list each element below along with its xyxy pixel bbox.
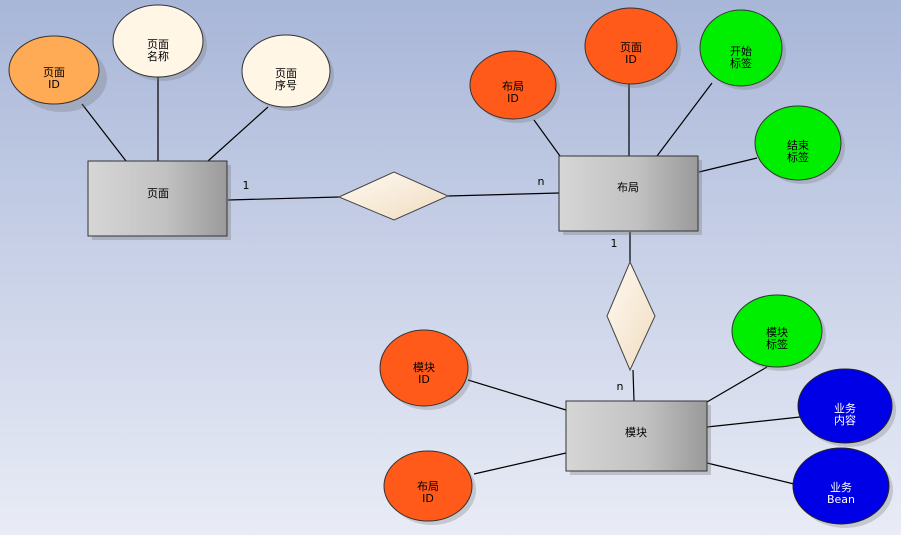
attr-biz-bean[interactable]: 业务 Bean	[792, 447, 893, 528]
attr-module-tag[interactable]: 模块 标签	[731, 294, 826, 371]
attr-module-id[interactable]: 模块 ID	[379, 329, 472, 410]
connector-biz-content	[706, 416, 801, 428]
attr-layout-page-id-line2: ID	[625, 53, 637, 66]
attr-biz-content[interactable]: 业务 内容	[797, 368, 896, 447]
connector-page-id	[81, 103, 127, 162]
connector-end-tag	[698, 157, 758, 173]
attr-page-order-line2: 序号	[275, 78, 297, 92]
connectors	[81, 74, 801, 485]
attr-module-id-line1: 模块	[413, 361, 435, 374]
attr-module-layout-id-line2: ID	[422, 492, 434, 505]
attr-page-id[interactable]: 页面 ID	[8, 35, 107, 112]
attr-layout-page-id[interactable]: 页面 ID	[584, 7, 681, 88]
attr-biz-content-line1: 业务	[834, 402, 856, 415]
attr-module-tag-line1: 模块	[766, 326, 788, 339]
connector-start-tag	[656, 82, 713, 157]
attr-page-order-line1: 页面	[275, 67, 297, 80]
connector-module-layout-id	[473, 452, 567, 475]
attr-page-id-line2: ID	[48, 78, 60, 91]
cardinality-layout: n	[538, 175, 545, 188]
cardinality-page: 1	[243, 179, 250, 192]
attr-layout-page-id-line1: 页面	[620, 41, 642, 54]
attr-page-name-line1: 页面	[147, 38, 169, 51]
connector-module-id	[467, 379, 567, 411]
attr-end-tag[interactable]: 结束 标签	[754, 105, 845, 184]
attr-module-layout-id[interactable]: 布局 ID	[383, 450, 476, 525]
cardinality-layout-top: 1	[611, 237, 618, 250]
attr-module-id-line2: ID	[418, 373, 430, 386]
attr-module-layout-id-line1: 布局	[417, 480, 439, 493]
connector-module-tag	[706, 366, 768, 403]
entity-module-label: 模块	[625, 426, 647, 439]
entity-page-label: 页面	[147, 187, 169, 200]
entity-layout[interactable]: 布局	[558, 155, 702, 235]
connector-page-relation	[227, 196, 340, 201]
attr-page-name[interactable]: 页面 名称	[112, 4, 207, 81]
attr-layout-id-line1: 布局	[502, 80, 524, 93]
connector-relation-layout	[447, 192, 560, 197]
attr-biz-bean-line2: Bean	[827, 493, 855, 506]
connector-page-order	[207, 106, 269, 162]
attr-layout-id[interactable]: 布局 ID	[469, 50, 560, 123]
attr-page-name-line2: 名称	[147, 49, 169, 63]
connector-relation-module	[632, 369, 635, 402]
attr-layout-id-line2: ID	[507, 92, 519, 105]
entity-layout-label: 布局	[617, 181, 639, 194]
attr-module-tag-line2: 标签	[766, 337, 788, 351]
attr-end-tag-line1: 结束	[787, 139, 809, 152]
attr-start-tag-line2: 标签	[730, 56, 752, 70]
attr-biz-content-line2: 内容	[834, 413, 856, 427]
attr-start-tag-line1: 开始	[730, 44, 752, 58]
entity-module[interactable]: 模块	[565, 400, 711, 475]
cardinality-module: n	[617, 380, 624, 393]
relationship-layout-module[interactable]	[606, 260, 656, 372]
attr-end-tag-line2: 标签	[787, 150, 809, 164]
connector-biz-bean	[706, 462, 795, 485]
attr-page-id-line1: 页面	[43, 66, 65, 79]
relationship-page-layout[interactable]	[337, 171, 450, 221]
entity-page[interactable]: 页面	[87, 160, 231, 240]
attr-page-order[interactable]: 页面 序号	[241, 34, 334, 111]
attr-start-tag[interactable]: 开始 标签	[699, 9, 786, 90]
connector-layout-id	[533, 119, 561, 157]
attr-biz-bean-line1: 业务	[830, 481, 852, 494]
